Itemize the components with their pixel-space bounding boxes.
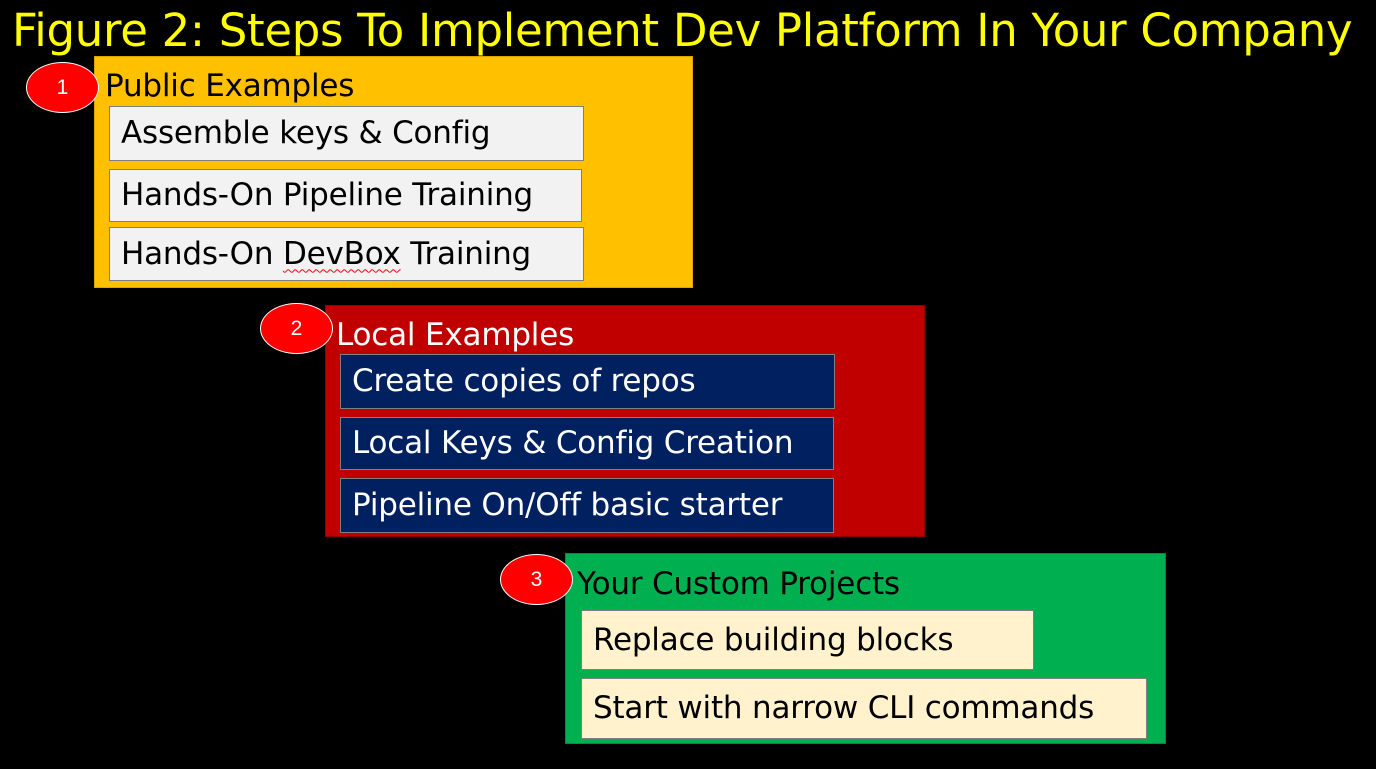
- step-1-item-assemble-keys: Assemble keys & Config: [109, 106, 584, 161]
- step-3-item-replace-building-blocks: Replace building blocks: [581, 610, 1034, 670]
- step-2-panel: Local Examples Create copies of repos Lo…: [325, 305, 925, 537]
- step-1-panel: Public Examples Assemble keys & Config H…: [94, 56, 693, 288]
- devbox-spellcheck-word: DevBox: [282, 235, 401, 272]
- devbox-training-suffix: Training: [400, 235, 532, 272]
- step-1-item-pipeline-training: Hands-On Pipeline Training: [109, 169, 582, 222]
- figure-title: Figure 2: Steps To Implement Dev Platfor…: [12, 4, 1353, 57]
- devbox-training-prefix: Hands-On: [121, 235, 283, 272]
- step-2-item-copies-of-repos: Create copies of repos: [340, 354, 835, 409]
- step-2-heading: Local Examples: [336, 317, 575, 353]
- step-2-item-local-keys-config: Local Keys & Config Creation: [340, 417, 834, 470]
- step-3-item-narrow-cli-commands: Start with narrow CLI commands: [581, 678, 1147, 739]
- step-2-number-badge: 2: [260, 303, 333, 354]
- step-1-item-devbox-training: Hands-On DevBox Training: [109, 227, 584, 281]
- step-3-heading: Your Custom Projects: [577, 566, 900, 602]
- step-3-number-badge: 3: [500, 554, 573, 605]
- step-3-panel: Your Custom Projects Replace building bl…: [565, 553, 1166, 744]
- step-1-number-badge: 1: [26, 62, 99, 113]
- step-2-item-pipeline-on-off: Pipeline On/Off basic starter: [340, 478, 834, 533]
- step-1-heading: Public Examples: [105, 68, 355, 104]
